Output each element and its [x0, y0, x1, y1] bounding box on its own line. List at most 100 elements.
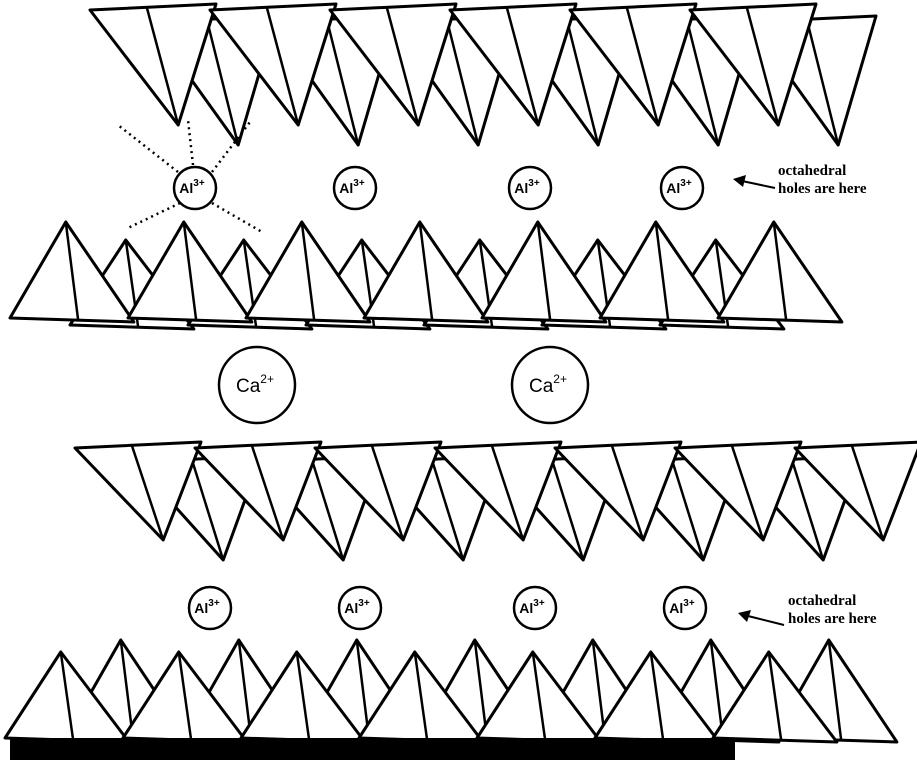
tetrahedron-edge	[413, 651, 429, 741]
tetrahedron	[208, 2, 338, 127]
tetrahedral-layers	[3, 2, 917, 744]
tetrahedron	[193, 440, 323, 542]
ca-ion-label: Ca2+	[236, 372, 274, 397]
tetrahedron-edge	[625, 6, 660, 126]
tetrahedron-edge	[654, 221, 670, 321]
tetrahedron-edge	[649, 651, 665, 741]
tetrahedron-edge	[130, 444, 165, 541]
ion-circle	[217, 345, 297, 425]
octahedral-holes-annotation: octahedral holes are here	[788, 592, 877, 628]
al-ion-label: Al3+	[519, 598, 545, 616]
annotation-line: holes are here	[778, 181, 867, 197]
al-ion: Al3+	[187, 585, 233, 631]
tetrahedron	[793, 440, 917, 542]
tetrahedron-edge	[370, 444, 405, 541]
tetrahedron-edge	[295, 651, 311, 741]
tetrahedron-edge	[418, 221, 434, 321]
al-bond-line	[211, 121, 251, 173]
al-ion: Al3+	[332, 165, 378, 211]
tetrahedron	[328, 2, 458, 127]
annotation-line: octahedral	[788, 593, 857, 609]
tetrahedron	[73, 440, 203, 542]
al-ion-label: Al3+	[339, 178, 365, 196]
ion-circle	[332, 165, 378, 211]
arrow-left-icon	[741, 180, 776, 189]
ion-circle	[510, 345, 590, 425]
al-ion: Al3+	[659, 165, 705, 211]
tetrahedron-edge	[250, 444, 285, 541]
tetrahedron-edge	[730, 444, 765, 541]
tetrahedron-edge	[205, 18, 240, 146]
tetrahedron	[448, 2, 578, 127]
ca-ion-label: Ca2+	[529, 372, 567, 397]
tetrahedron-edge	[265, 6, 300, 126]
tetrahedron	[313, 440, 443, 542]
tetrahedron-edge	[385, 6, 420, 126]
al-ion: Al3+	[512, 585, 558, 631]
tetrahedron-edge	[145, 6, 180, 126]
tetrahedron-edge	[790, 458, 825, 561]
ca-ion: Ca2+	[217, 345, 297, 425]
tetrahedron-edge	[325, 18, 360, 146]
arrow-left-icon	[747, 615, 785, 626]
tetrahedron-edge	[430, 458, 465, 561]
al-ion: Al3+	[662, 585, 708, 631]
ca-ion: Ca2+	[510, 345, 590, 425]
tetrahedron	[673, 440, 803, 542]
al-ion-label: Al3+	[194, 598, 220, 616]
al-bond-line	[127, 201, 181, 230]
al-ion-label: Al3+	[514, 178, 540, 196]
al-ion: Al3+	[337, 585, 383, 631]
al-ion-label: Al3+	[666, 178, 692, 196]
octahedral-holes-annotation: octahedral holes are here	[778, 162, 867, 198]
tetrahedron-edge	[300, 221, 316, 321]
tetrahedron-edge	[505, 6, 540, 126]
arrow-head	[738, 610, 751, 622]
ion-circle	[187, 585, 233, 631]
substrate-bar	[10, 738, 735, 760]
tetrahedron-edge	[565, 18, 600, 146]
tetrahedron	[688, 2, 818, 127]
al-bond-line	[186, 119, 195, 166]
al-ion-label: Al3+	[344, 598, 370, 616]
arrow-head	[733, 175, 746, 187]
tetrahedron-edge	[850, 444, 885, 541]
tetrahedron	[553, 440, 683, 542]
al-bond-line	[211, 201, 263, 234]
ion-circle	[172, 165, 218, 211]
tetrahedron-edge	[177, 651, 193, 741]
tetrahedron-edge	[190, 458, 225, 561]
tetrahedron-edge	[550, 458, 585, 561]
annotation-line: holes are here	[788, 611, 877, 627]
tetrahedron-edge	[531, 651, 547, 741]
al-bond-line	[117, 124, 179, 173]
tetrahedron-edge	[670, 458, 705, 561]
dotted-bonds	[117, 119, 263, 234]
tetrahedron-edge	[745, 6, 780, 126]
ion-circle	[337, 585, 383, 631]
tetrahedron-edge	[490, 444, 525, 541]
tetrahedron-edge	[685, 18, 720, 146]
tetrahedron	[568, 2, 698, 127]
tetrahedron-edge	[59, 651, 75, 741]
annotation-line: octahedral	[778, 163, 847, 179]
tetrahedron-edge	[805, 18, 840, 146]
tetrahedron	[433, 440, 563, 542]
ion-circle	[662, 585, 708, 631]
al-ion-label: Al3+	[179, 178, 205, 196]
annotation-arrows	[733, 175, 785, 626]
ion-group: Al3+ Al3+ Al3+ Al3+ Ca2+ Ca2+	[172, 165, 708, 631]
tetrahedron-edge	[64, 221, 80, 321]
tetrahedron-edge	[610, 444, 645, 541]
ion-circle	[659, 165, 705, 211]
tetrahedron-edge	[182, 221, 198, 321]
ion-circle	[512, 585, 558, 631]
al-ion: Al3+	[172, 165, 218, 211]
al-ion: Al3+	[507, 165, 553, 211]
al-ion-label: Al3+	[669, 598, 695, 616]
tetrahedron-edge	[310, 458, 345, 561]
tetrahedron-edge	[536, 221, 552, 321]
tetrahedron-edge	[445, 18, 480, 146]
